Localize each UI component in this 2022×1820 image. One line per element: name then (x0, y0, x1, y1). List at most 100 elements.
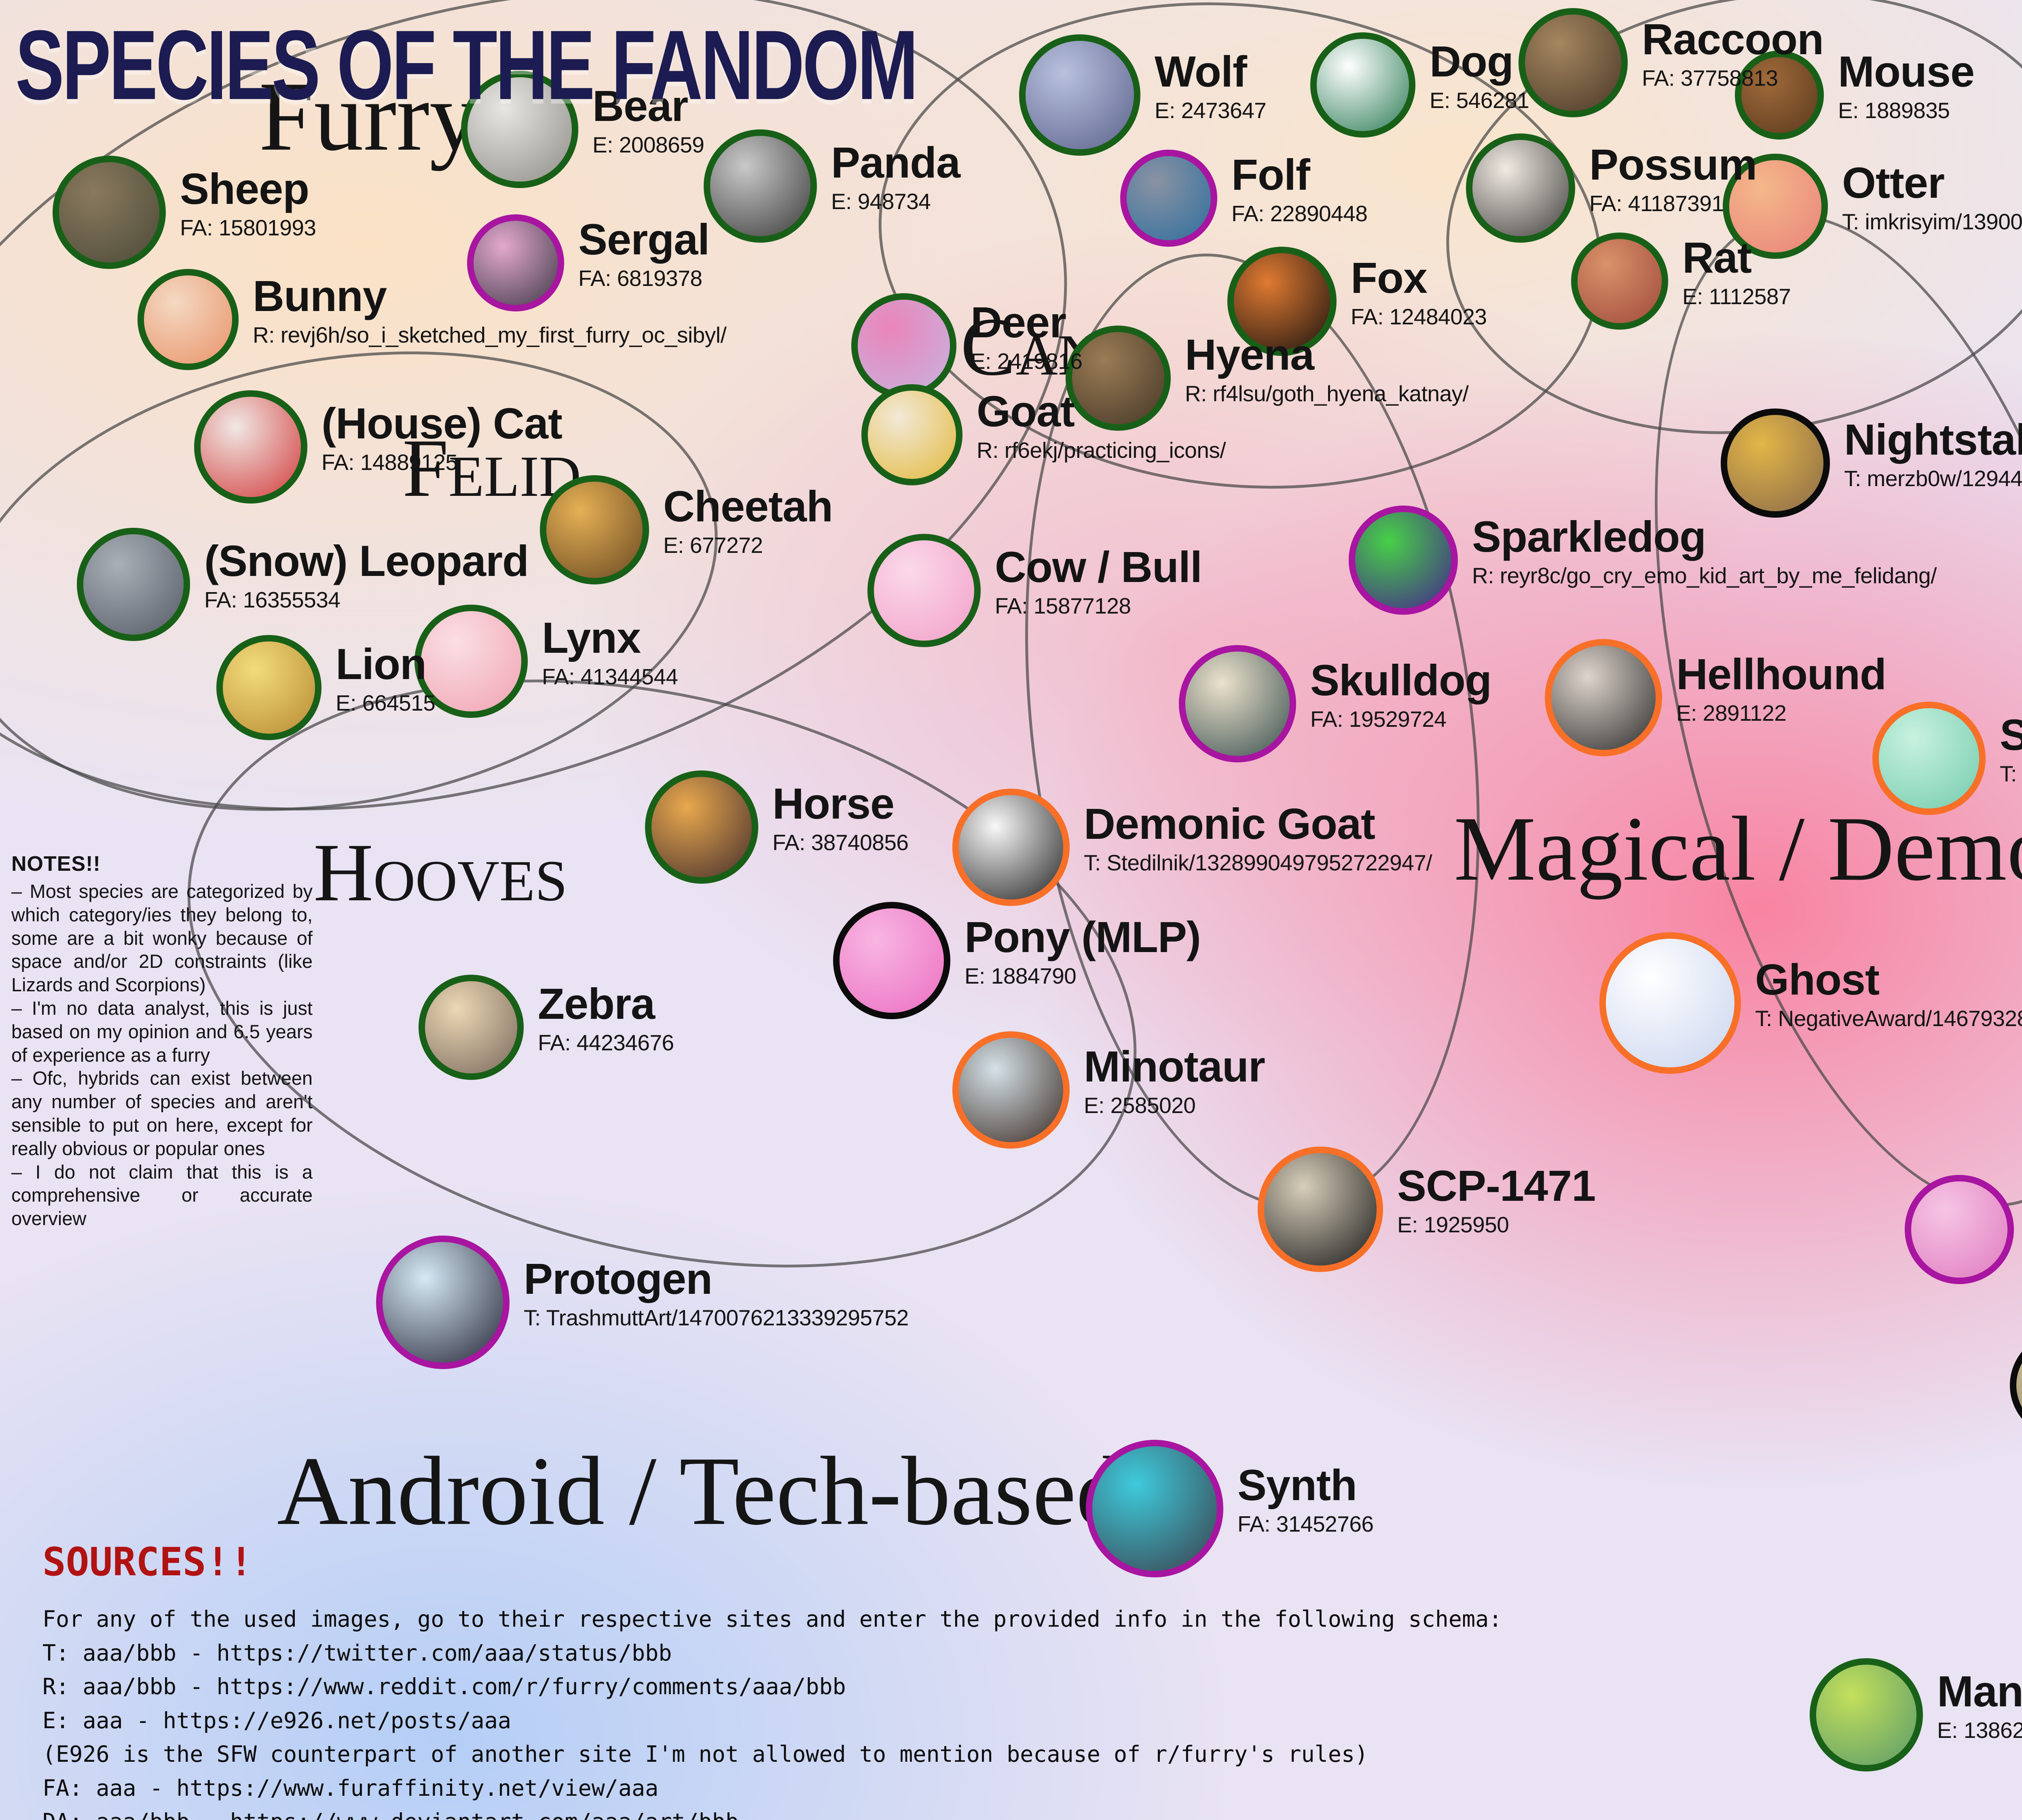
species-name: Sergal (578, 215, 710, 264)
page-title: SPECIES OF THE FANDOM (15, 10, 918, 121)
species-source-id: E: 1884790 (964, 963, 1077, 989)
species-source-id: R: reyr8c/go_cry_emo_kid_art_by_me_felid… (1472, 563, 1937, 588)
notes-line: – I'm no data analyst, this is just base… (11, 997, 313, 1066)
species-name: Folf (1231, 150, 1310, 199)
avatar-wolf (1019, 34, 1140, 156)
species-source-id: E: 2891122 (1676, 700, 1787, 726)
avatar-sparkledog (1349, 506, 1458, 615)
label-nightstalker: NightstalkerT: merzb0w/12944016103243898… (1844, 417, 2022, 491)
species-name: Hyena (1185, 330, 1314, 379)
species-source-id: E: 948734 (831, 189, 931, 214)
species-source-id: FA: 38740856 (772, 830, 909, 855)
species-name: Sparkledog (1472, 512, 1706, 561)
avatar-sheep (53, 156, 166, 269)
species-source-id: FA: 14889125 (321, 450, 458, 475)
sources-line: (E926 is the SFW counterpart of another … (42, 1741, 1368, 1767)
species-source-id: E: 677272 (663, 533, 763, 558)
species-source-id: FA: 12484023 (1351, 304, 1487, 330)
species-name: Dog (1430, 37, 1514, 86)
avatar-house-cat (194, 390, 307, 504)
species-source-id: E: 2585020 (1084, 1093, 1196, 1118)
avatar-dog (1310, 32, 1415, 138)
species-source-id: FA: 16355534 (204, 587, 341, 613)
avatar-pony-mlp (833, 902, 950, 1019)
avatar-zebra (419, 975, 524, 1080)
species-name: Goat (977, 387, 1075, 436)
species-source-id: T: TrashmuttArt/1470076213339295752 (524, 1305, 909, 1331)
notes-heading: NOTES!! (11, 852, 101, 876)
avatar-cow-bull (867, 534, 981, 647)
species-source-id: FA: 41344544 (542, 664, 678, 690)
species-name: (Snow) Leopard (204, 536, 529, 585)
avatar-lion (216, 635, 321, 740)
species-name: (House) Cat (321, 399, 563, 448)
species-source-id: FA: 15877128 (995, 593, 1131, 619)
avatar-raccoon (1519, 8, 1628, 117)
avatar-skulldog (1179, 645, 1296, 762)
species-name: Cow / Bull (995, 542, 1202, 591)
notes-block: NOTES!! – Most species are categorized b… (11, 851, 313, 1230)
species-source-id: T: poi_poi_poi_p/1374036262210871296 (2000, 761, 2022, 787)
species-name: Possum (1589, 140, 1757, 189)
species-name: Sheep (180, 164, 309, 213)
species-name: Minotaur (1084, 1042, 1265, 1091)
section-label-magical-demonic: Magical / Demonic (1454, 798, 2022, 900)
avatar-ghost (1599, 932, 1741, 1074)
sources-line: For any of the used images, go to their … (42, 1606, 1502, 1632)
species-source-id: FA: 41187391 (1589, 191, 1724, 216)
sources-line: R: aaa/bbb - https://www.reddit.com/r/fu… (42, 1674, 846, 1700)
species-source-id: FA: 15801993 (180, 215, 316, 241)
sources-block: SOURCES!! For any of the used images, go… (42, 1533, 1502, 1820)
label-mantis: MantisE: 1386285 (1937, 1668, 2022, 1743)
species-source-id: E: 546281 (1430, 88, 1529, 113)
species-source-id: R: rf4lsu/goth_hyena_katnay/ (1185, 381, 1469, 406)
species-name: Wolf (1155, 47, 1247, 96)
section-label-furry: Furry (259, 61, 479, 171)
avatar-cheetah (540, 475, 649, 584)
species-source-id: E: 1112587 (1682, 284, 1791, 309)
section-label-hooves: Hooves (313, 827, 568, 918)
species-name: Ghost (1755, 955, 1880, 1004)
species-name: Skulldog (1310, 656, 1492, 705)
avatar-possum (1466, 133, 1575, 243)
species-name: Zebra (538, 979, 655, 1028)
avatar-horse (645, 770, 758, 884)
species-name: Mouse (1838, 47, 1975, 96)
species-source-id: R: rf6ekj/practicing_icons/ (977, 438, 1226, 463)
species-name: Synth (1237, 1460, 1357, 1509)
avatar-folf (1120, 150, 1217, 247)
species-source-id: FA: 6819378 (578, 266, 702, 291)
avatar-slime-plasma (1872, 702, 1986, 815)
species-name: Slime / Plasma (2000, 710, 2022, 759)
species-source-id: FA: 19529724 (1310, 707, 1447, 732)
species-source-id: FA: 44234676 (538, 1030, 674, 1056)
avatar-panda (704, 129, 817, 243)
species-source-id: E: 2008659 (592, 132, 704, 158)
label-pony-mlp: Pony (MLP)E: 1884790 (964, 914, 1201, 989)
sources-line: DA: aaa/bbb - https://www.deviantart.com… (42, 1805, 1502, 1820)
species-source-id: E: 2419816 (971, 349, 1083, 374)
avatar-nightstalker (1721, 408, 1830, 518)
